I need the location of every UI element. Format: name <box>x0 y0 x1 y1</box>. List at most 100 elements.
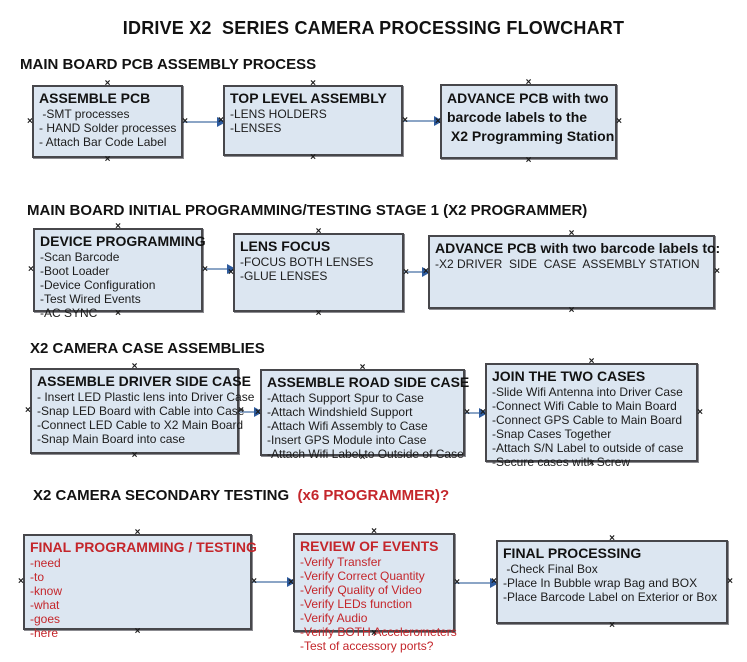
flow-arrow <box>404 267 431 277</box>
box-item: - Insert LED Plastic lens into Driver Ca… <box>37 390 255 404</box>
box-item: -here <box>30 626 59 640</box>
box-item: -LENSES <box>230 121 282 135</box>
connection-point-icon: × <box>403 266 409 278</box>
heading-red-part: (x6 PROGRAMMER)? <box>297 487 450 504</box>
box-item: -what <box>30 598 60 612</box>
page-title: IDRIVE X2 SERIES CAMERA PROCESSING FLOWC… <box>122 18 625 38</box>
box-item: -Attach Wifi Assembly to Case <box>267 419 428 433</box>
box-item: -goes <box>30 612 61 626</box>
section-heading-pcb-assembly: MAIN BOARD PCB ASSEMBLY PROCESS <box>20 56 317 73</box>
connection-point-icon: × <box>568 305 575 316</box>
connection-point-icon: × <box>18 576 24 587</box>
flow-box-assemble-pcb: × × × × ASSEMBLE PCB -SMT processes - HA… <box>27 79 188 165</box>
box-item: -Verify LEDs function <box>300 597 413 611</box>
connection-point-icon: × <box>359 452 366 463</box>
connection-point-icon: × <box>402 114 408 126</box>
arrowhead-icon <box>479 408 488 418</box>
box-title: FINAL PROCESSING <box>503 545 642 561</box>
connection-point-icon: × <box>464 406 470 418</box>
connection-point-icon: × <box>525 155 532 166</box>
section-heading-secondary-testing: X2 CAMERA SECONDARY TESTING (x6 PROGRAMM… <box>33 487 449 504</box>
arrowhead-icon <box>490 578 499 588</box>
connection-point-icon: × <box>609 533 615 544</box>
box-item: -Boot Loader <box>40 264 110 278</box>
box-item: -GLUE LENSES <box>240 269 328 283</box>
flow-box-assemble-driver-side-case: × × × × ASSEMBLE DRIVER SIDE CASE - Inse… <box>25 362 255 461</box>
connection-point-icon: × <box>423 266 429 277</box>
connection-point-icon: × <box>588 356 595 367</box>
connection-point-icon: × <box>131 450 138 461</box>
connection-point-icon: × <box>480 406 486 418</box>
box-item: barcode labels to the <box>447 109 588 125</box>
box-title: LENS FOCUS <box>240 238 331 254</box>
box-item: -Slide Wifi Antenna into Driver Case <box>492 385 683 399</box>
flow-box-advance-pcb-driver-side: × × × × ADVANCE PCB with two barcode lab… <box>423 229 720 316</box>
box-item: -Scan Barcode <box>40 250 120 264</box>
box-title: REVIEW OF EVENTS <box>300 538 439 554</box>
box-title: TOP LEVEL ASSEMBLY <box>230 90 387 106</box>
connection-point-icon: × <box>714 266 720 277</box>
arrowhead-icon <box>217 117 226 127</box>
box-item: -to <box>30 570 45 584</box>
box-item: -Attach Wifi Label to Outside of Case <box>267 447 464 461</box>
flow-arrow <box>403 116 443 126</box>
box-title: ASSEMBLE DRIVER SIDE CASE <box>37 373 251 389</box>
flow-arrow <box>239 407 263 417</box>
connection-point-icon: × <box>218 114 224 126</box>
box-item: -Attach Support Spur to Case <box>267 391 424 405</box>
connection-point-icon: × <box>27 115 33 127</box>
connection-point-icon: × <box>28 264 34 275</box>
box-item: -need <box>30 556 61 570</box>
connection-point-icon: × <box>131 361 138 372</box>
box-item: -know <box>30 584 63 598</box>
section-heading-initial-programming: MAIN BOARD INITIAL PROGRAMMING/TESTING S… <box>27 202 588 219</box>
connection-point-icon: × <box>104 78 111 89</box>
box-item: -Attach S/N Label to outside of case <box>492 441 684 455</box>
box-item: -Test Wired Events <box>40 292 141 306</box>
connection-point-icon: × <box>255 406 261 418</box>
arrowhead-icon <box>227 264 236 274</box>
flow-arrow <box>203 264 236 274</box>
flow-box-assemble-road-side-case: × × × × ASSEMBLE ROAD SIDE CASE -Attach … <box>255 363 470 463</box>
connection-point-icon: × <box>525 77 532 88</box>
connection-point-icon: × <box>315 226 322 237</box>
box-item: -Insert GPS Module into Case <box>267 433 427 447</box>
flow-box-final-programming-testing: × × × × FINAL PROGRAMMING / TESTING -nee… <box>18 528 257 641</box>
arrowhead-icon <box>434 116 443 126</box>
box-item: -Connect Wifi Cable to Main Board <box>492 399 677 413</box>
connection-point-icon: × <box>697 406 703 418</box>
box-item: -Verify Quality of Video <box>300 583 422 597</box>
box-item: -Secure cases with Screw <box>492 455 631 469</box>
box-item: -Attach Windshield Support <box>267 405 413 419</box>
connection-point-icon: × <box>310 152 316 163</box>
box-title: ASSEMBLE PCB <box>39 90 151 106</box>
connection-point-icon: × <box>727 576 733 587</box>
connection-point-icon: × <box>310 78 316 89</box>
box-item: -Test of accessory ports? <box>300 639 434 653</box>
connection-point-icon: × <box>228 266 234 278</box>
box-title: JOIN THE TWO CASES <box>492 368 646 384</box>
section-heading-case-assemblies: X2 CAMERA CASE ASSEMBLIES <box>30 340 265 357</box>
box-item: -Snap LED Board with Cable into Case <box>37 404 245 418</box>
box-item: -Check Final Box <box>503 562 598 576</box>
box-item: -Snap Main Board into case <box>37 432 186 446</box>
connection-point-icon: × <box>25 405 31 416</box>
connection-point-icon: × <box>251 576 257 587</box>
connection-point-icon: × <box>491 576 497 587</box>
flow-arrow <box>455 578 499 588</box>
connection-point-icon: × <box>115 221 121 232</box>
arrowhead-icon <box>422 267 431 277</box>
box-item: X2 Programming Station <box>447 128 615 144</box>
box-item: -Verify Audio <box>300 611 368 625</box>
connection-point-icon: × <box>616 115 622 127</box>
connection-point-icon: × <box>315 308 322 319</box>
arrowhead-icon <box>254 407 263 417</box>
flow-box-review-of-events: × × × × REVIEW OF EVENTS -Verify Transfe… <box>288 527 460 654</box>
flow-box-lens-focus: × × × × LENS FOCUS -FOCUS BOTH LENSES -G… <box>228 227 409 319</box>
box-item: - HAND Solder processes <box>39 121 177 135</box>
box-title: FINAL PROGRAMMING / TESTING <box>30 539 257 555</box>
box-item: -Place In Bubble wrap Bag and BOX <box>503 576 698 590</box>
box-title: ADVANCE PCB with two <box>447 90 609 106</box>
box-item: -Place Barcode Label on Exterior or Box <box>503 590 718 604</box>
